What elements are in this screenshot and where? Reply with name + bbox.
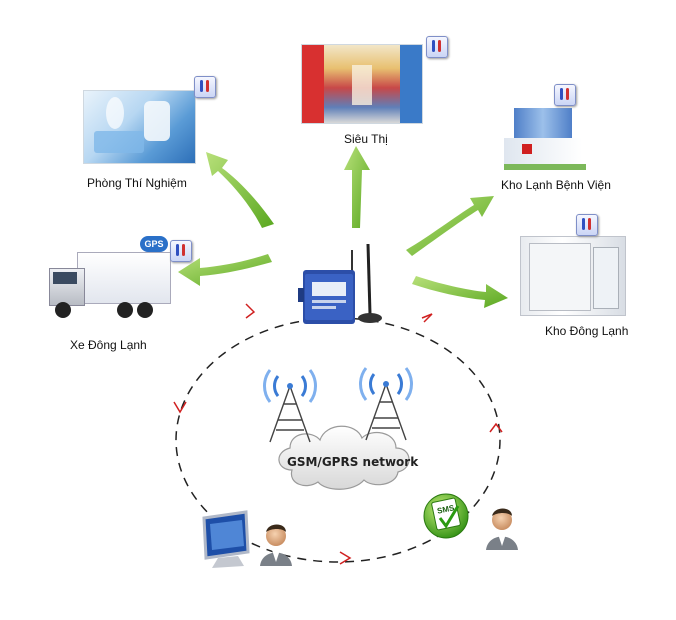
cell-tower-icon <box>263 369 317 443</box>
truck-sensor-icon <box>170 240 192 262</box>
gps-badge-text: GPS <box>144 239 164 249</box>
cold-storage-label: Kho Đông Lạnh <box>545 324 629 338</box>
arrow-to-supermarket <box>344 146 370 228</box>
lab-label: Phòng Thí Nghiệm <box>87 176 187 190</box>
cloud-icon <box>278 425 410 490</box>
supermarket-sensor-icon <box>426 36 448 58</box>
hospital-sensor-icon <box>554 84 576 106</box>
hospital-label: Kho Lạnh Bệnh Viện <box>501 178 611 192</box>
user-icon <box>486 508 518 550</box>
monitor-icon <box>202 510 250 568</box>
truck-image <box>45 246 171 324</box>
cold-storage-image <box>520 236 626 316</box>
network-label: GSM/GPRS network <box>287 455 419 469</box>
arrow-to-truck <box>178 254 272 286</box>
lab-image <box>83 90 196 164</box>
arrow-to-hospital <box>406 196 494 256</box>
sms-badge-text: SMS <box>436 503 455 516</box>
gps-badge: GPS <box>140 236 168 252</box>
user-icon <box>260 524 292 566</box>
cold-storage-sensor-icon <box>576 214 598 236</box>
arrow-to-cold-storage <box>412 276 508 308</box>
hospital-image <box>504 108 586 170</box>
gsm-gateway-device-icon <box>298 243 382 324</box>
sms-icon: SMS <box>423 493 469 539</box>
arrow-to-lab <box>206 152 274 228</box>
truck-label: Xe Đông Lạnh <box>70 338 147 352</box>
cell-tower-icon <box>359 367 413 441</box>
ring-direction-markers <box>173 303 503 565</box>
supermarket-label: Siêu Thị <box>344 132 388 146</box>
supermarket-image <box>301 44 423 124</box>
lab-sensor-icon <box>194 76 216 98</box>
green-arrows <box>178 146 508 308</box>
